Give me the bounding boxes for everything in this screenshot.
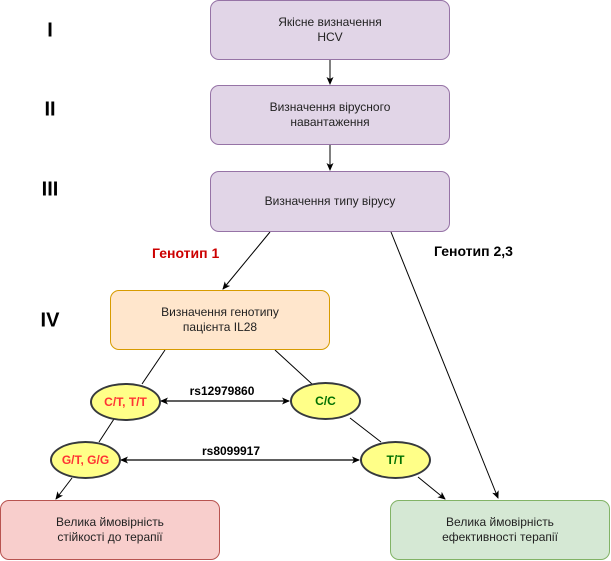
arrow-genotype23 xyxy=(390,231,499,499)
stage-label-4: IV xyxy=(40,309,60,332)
node-efficacy-outcome-text: Велика ймовірність ефективності терапії xyxy=(442,515,558,544)
arrow-genotype1 xyxy=(222,231,271,290)
snp-label-rs8099917: rs8099917 xyxy=(201,444,261,458)
node-virus-type-text: Визначення типу вірусу xyxy=(264,194,396,208)
line-il28-to-cc xyxy=(274,349,313,385)
node-resistance-outcome-text: Велика ймовірність стійкості до терапії xyxy=(56,515,164,544)
node-virus-type: Визначення типу вірусу xyxy=(210,171,450,232)
node-patient-genotype-il28-text: Визначення генотипу пацієнта IL28 xyxy=(161,305,279,334)
node-viral-load-text: Визначення вірусного навантаження xyxy=(269,100,391,129)
allele-rs8099917-unfavorable: G/T, G/G xyxy=(50,441,121,479)
allele-rs12979860-favorable-text: C/C xyxy=(315,394,336,408)
allele-rs12979860-unfavorable: C/T, T/T xyxy=(90,383,161,421)
stage-label-3: III xyxy=(41,178,59,201)
node-resistance-outcome: Велика ймовірність стійкості до терапії xyxy=(0,500,220,560)
line-il28-to-ct xyxy=(141,349,166,385)
line-cc-to-tt xyxy=(349,417,382,443)
arrow-tt-to-efficacy xyxy=(417,476,446,500)
branch-label-genotype23: Генотип 2,3 xyxy=(434,243,513,259)
stage-label-2: II xyxy=(44,98,56,121)
line-ct-to-gt xyxy=(98,418,115,443)
node-qualitative-hcv: Якісне визначення HCV xyxy=(210,0,450,60)
allele-rs8099917-unfavorable-text: G/T, G/G xyxy=(61,453,110,467)
node-viral-load: Визначення вірусного навантаження xyxy=(210,85,450,145)
snp-label-rs12979860: rs12979860 xyxy=(189,384,255,398)
node-patient-genotype-il28: Визначення генотипу пацієнта IL28 xyxy=(110,290,330,350)
stage-label-1: I xyxy=(47,19,53,42)
arrow-gt-to-resistance xyxy=(55,477,73,500)
allele-rs8099917-favorable: T/T xyxy=(360,441,431,479)
node-efficacy-outcome: Велика ймовірність ефективності терапії xyxy=(390,500,610,560)
allele-rs12979860-unfavorable-text: C/T, T/T xyxy=(104,395,147,409)
node-qualitative-hcv-text: Якісне визначення HCV xyxy=(278,15,382,44)
allele-rs12979860-favorable: C/C xyxy=(290,382,361,420)
allele-rs8099917-favorable-text: T/T xyxy=(386,453,405,467)
branch-label-genotype1: Генотип 1 xyxy=(152,245,220,261)
